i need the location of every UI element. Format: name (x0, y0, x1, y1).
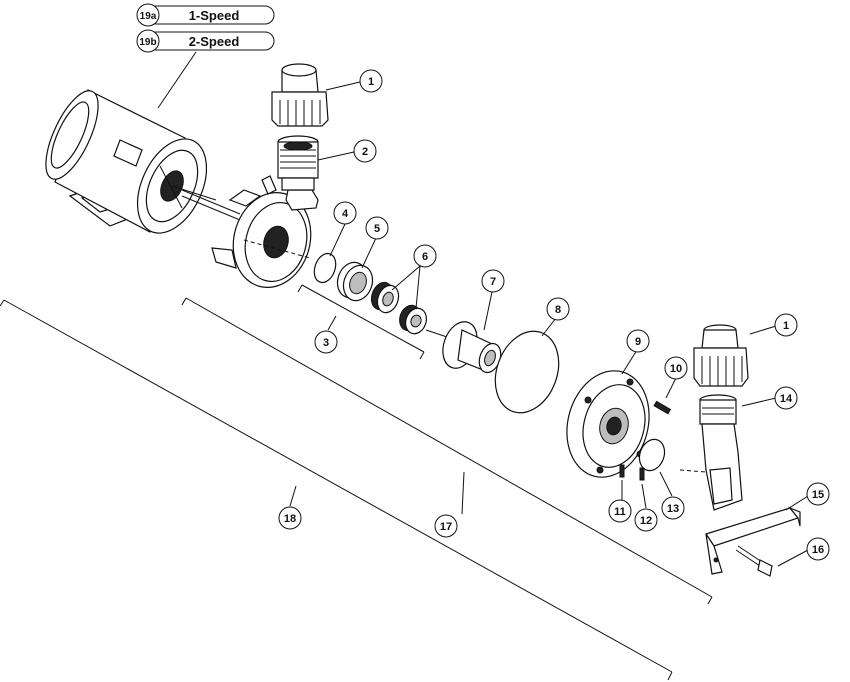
svg-text:14: 14 (780, 393, 793, 405)
callout-8: 8 (546, 297, 570, 321)
legend-19b: 19b 2-Speed (136, 29, 275, 53)
svg-text:15: 15 (812, 489, 824, 501)
svg-text:5: 5 (374, 223, 380, 235)
svg-text:9: 9 (635, 336, 641, 348)
callout-1-top: 1 (359, 69, 383, 93)
tail-piece (277, 135, 319, 191)
suction-pipe-14 (679, 394, 743, 511)
svg-text:12: 12 (640, 515, 652, 527)
callout-18: 18 (278, 506, 302, 530)
o-ring-8 (494, 330, 560, 414)
callout-6: 6 (413, 244, 437, 268)
callout-leaders (289, 81, 809, 567)
callout-13: 13 (661, 496, 685, 520)
bracket-17 (181, 297, 713, 605)
callout-4: 4 (333, 201, 357, 225)
svg-text:18: 18 (284, 513, 296, 525)
mechanical-seal-6 (370, 281, 427, 335)
svg-text:1: 1 (368, 76, 374, 88)
svg-text:8: 8 (555, 304, 561, 316)
callout-1-right: 1 (774, 313, 798, 337)
callout-16: 16 (806, 537, 830, 561)
legend-19b-tag: 19b (139, 37, 156, 48)
svg-text:16: 16 (812, 544, 824, 556)
svg-text:4: 4 (342, 208, 349, 220)
callout-2: 2 (353, 139, 377, 163)
callout-10: 10 (664, 356, 688, 380)
mount-bracket-15 (705, 506, 801, 575)
svg-text:3: 3 (323, 337, 329, 349)
callout-17: 17 (434, 514, 458, 538)
svg-text:11: 11 (614, 506, 626, 518)
svg-text:13: 13 (667, 503, 679, 515)
callout-9: 9 (626, 329, 650, 353)
o-ring-4 (313, 252, 337, 284)
callout-14: 14 (774, 386, 798, 410)
svg-text:6: 6 (422, 251, 428, 263)
bracket-3 (297, 284, 425, 360)
svg-text:7: 7 (490, 276, 496, 288)
screw-10 (653, 400, 672, 415)
bracket-18 (0, 299, 673, 681)
callout-11: 11 (608, 499, 632, 523)
callout-15: 15 (806, 482, 830, 506)
legend-leader (157, 51, 197, 109)
callout-5: 5 (365, 216, 389, 240)
svg-text:1: 1 (783, 320, 789, 332)
svg-text:10: 10 (670, 363, 682, 375)
legend-19a-label: 1-Speed (189, 8, 240, 23)
motor (45, 89, 241, 234)
legend-19a: 19a 1-Speed (136, 3, 275, 27)
impeller-7 (425, 321, 502, 374)
screw-12 (639, 467, 645, 481)
o-ring-13 (638, 438, 666, 472)
faceplate-9 (566, 370, 650, 478)
volute-housing (211, 175, 319, 288)
callout-7: 7 (481, 269, 505, 293)
legend-19b-label: 2-Speed (189, 34, 240, 49)
svg-text:17: 17 (440, 521, 452, 533)
svg-text:2: 2 (362, 146, 368, 158)
union-nut-top (271, 63, 329, 127)
seal-seat-5 (336, 261, 374, 302)
screw-11 (619, 464, 625, 478)
union-nut-right (693, 324, 749, 387)
callout-12: 12 (634, 508, 658, 532)
bolt-16 (735, 545, 773, 577)
legend-19a-tag: 19a (140, 11, 157, 22)
callout-3: 3 (314, 330, 338, 354)
